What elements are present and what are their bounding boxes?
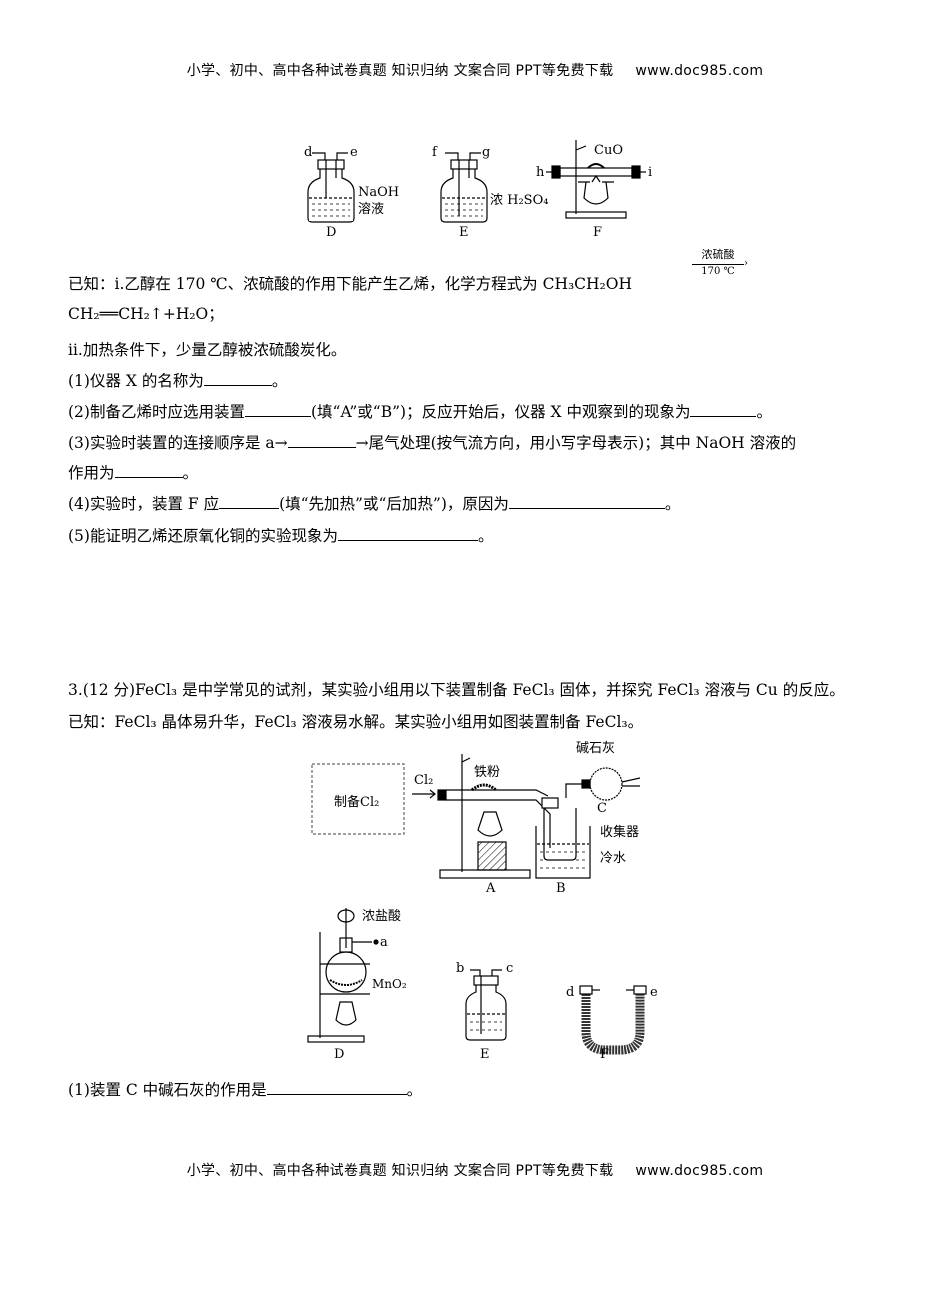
question-3-1: (1)装置 C 中碱石灰的作用是 。 xyxy=(68,1078,422,1100)
answer-blank[interactable] xyxy=(244,402,311,417)
port-d2-label: d xyxy=(566,985,574,1000)
port-c-label: c xyxy=(506,961,513,976)
fig-label-f: F xyxy=(593,225,602,240)
q2-5-end: 。 xyxy=(477,527,494,545)
chlorine-generator-box xyxy=(311,763,405,835)
gas-washing-bottle-e xyxy=(440,152,488,223)
fig-label-e: E xyxy=(459,225,469,240)
port-a-label: a xyxy=(380,935,388,950)
answer-blank[interactable] xyxy=(508,494,665,509)
prepare-cl2-label: 制备Cl₂ xyxy=(334,794,379,810)
answer-blank[interactable] xyxy=(203,371,272,386)
naoh-label: NaOH xyxy=(358,185,399,200)
question-2-3-cont: 作用为 。 xyxy=(68,461,198,483)
question-3-title: 3.(12 分)FeCl₃ 是中学常见的试剂，某实验小组用以下装置制备 FeCl… xyxy=(68,681,845,699)
q2-4-text-b: (填“先加热”或“后加热”)，原因为 xyxy=(279,495,509,513)
port-d-label: d xyxy=(304,145,312,160)
answer-blank[interactable] xyxy=(287,433,356,448)
fig-label-f2: F xyxy=(600,1047,609,1062)
port-i-label: i xyxy=(648,165,652,180)
footer-text: 小学、初中、高中各种试卷真题 知识归纳 文案合同 PPT等免费下载 xyxy=(186,1163,614,1179)
fig-label-d2: D xyxy=(334,1047,344,1062)
condition-top: 浓硫酸 xyxy=(701,248,735,261)
question-2-5: (5)能证明乙烯还原氧化铜的实验现象为 。 xyxy=(68,524,493,546)
q3-1-end: 。 xyxy=(406,1081,423,1099)
header-url[interactable]: www.doc985.com xyxy=(635,63,764,79)
fig-label-a: A xyxy=(485,881,496,896)
reaction-condition: 浓硫酸 › 170 ℃ xyxy=(692,246,748,277)
conc-h2so4-label: 浓 H₂SO₄ xyxy=(490,193,548,208)
fig-label-b: B xyxy=(556,881,566,896)
q2-3-text-b: →尾气处理(按气流方向，用小写字母表示)；其中 NaOH 溶液的 xyxy=(355,434,797,452)
figure-apparatus-abc: 制备Cl₂ Cl₂ 铁粉 碱石灰 C 收集器 冷水 A B xyxy=(311,741,641,896)
footer-url[interactable]: www.doc985.com xyxy=(635,1163,764,1179)
heated-tube-f xyxy=(546,140,646,219)
port-b-label: b xyxy=(456,961,464,976)
cl2-label: Cl₂ xyxy=(414,773,433,788)
q2-2-end: 。 xyxy=(756,403,772,421)
port-e-label: e xyxy=(350,145,358,160)
q2-3-end: 。 xyxy=(182,464,199,482)
cuo-label: CuO xyxy=(594,143,623,158)
q2-4-end: 。 xyxy=(664,495,681,513)
port-f-label: f xyxy=(432,145,438,160)
answer-blank[interactable] xyxy=(114,463,183,478)
q2-3-text: (3)实验时装置的连接顺序是 a→ xyxy=(68,434,288,452)
port-e2-label: e xyxy=(650,985,658,1000)
alcohol-lamp xyxy=(477,811,503,837)
known-products: CH₂══CH₂↑+H₂O； xyxy=(68,305,224,323)
separatory-funnel xyxy=(337,909,355,923)
soda-lime-tube-c xyxy=(589,767,623,801)
soda-lime-label: 碱石灰 xyxy=(576,741,615,756)
question-3-known: 已知：FeCl₃ 晶体易升华，FeCl₃ 溶液易水解。某实验小组用如图装置制备 … xyxy=(68,713,644,731)
mno2-label: MnO₂ xyxy=(372,977,407,991)
q2-1-text: (1)仪器 X 的名称为 xyxy=(68,372,204,390)
answer-blank[interactable] xyxy=(266,1080,407,1095)
iron-powder-label: 铁粉 xyxy=(474,765,500,780)
q2-4-text: (4)实验时，装置 F 应 xyxy=(68,495,220,513)
answer-blank[interactable] xyxy=(219,494,280,509)
conc-hcl-label: 浓盐酸 xyxy=(362,909,401,924)
figure-apparatus-def-2: 浓盐酸 a MnO₂ D b c E d e F xyxy=(307,908,658,1062)
reaction-arrow: › xyxy=(692,258,748,269)
fig-label-e2: E xyxy=(480,1047,490,1062)
question-2-4: (4)实验时，装置 F 应 (填“先加热”或“后加热”)，原因为 。 xyxy=(68,492,680,514)
page-footer: 小学、初中、高中各种试卷真题 知识归纳 文案合同 PPT等免费下载 www.doc… xyxy=(0,1160,950,1180)
port-g-label: g xyxy=(482,145,490,160)
q2-1-end: 。 xyxy=(271,372,288,390)
q2-5-text: (5)能证明乙烯还原氧化铜的实验现象为 xyxy=(68,527,338,545)
u-tube-f xyxy=(579,985,647,1055)
fig-label-d: D xyxy=(326,225,336,240)
solution-label: 溶液 xyxy=(358,202,384,217)
answer-blank[interactable] xyxy=(690,402,757,417)
gas-washing-bottle-d xyxy=(307,152,355,223)
known-intro: 已知：ⅰ.乙醇在 170 ℃、浓硫酸的作用下能产生乙烯，化学方程式为 CH₃CH… xyxy=(68,275,632,293)
cold-water-label: 冷水 xyxy=(600,851,626,866)
known-item-2: ⅱ.加热条件下，少量乙醇被浓硫酸炭化。 xyxy=(68,341,347,359)
q2-2-text: (2)制备乙烯时应选用装置 xyxy=(68,403,245,421)
answer-blank[interactable] xyxy=(337,526,478,541)
fig-label-c: C xyxy=(597,801,607,816)
reaction-tube-a xyxy=(446,789,549,807)
q2-2-text-b: (填“A”或“B”)；反应开始后，仪器 X 中观察到的现象为 xyxy=(310,403,691,421)
header-text: 小学、初中、高中各种试卷真题 知识归纳 文案合同 PPT等免费下载 xyxy=(186,63,614,79)
question-2-1: (1)仪器 X 的名称为 。 xyxy=(68,369,287,391)
q2-3-text-c: 作用为 xyxy=(68,464,115,482)
page-header: 小学、初中、高中各种试卷真题 知识归纳 文案合同 PPT等免费下载 www.doc… xyxy=(0,60,950,80)
condition-bottom: 170 ℃ xyxy=(701,266,735,277)
question-2-2: (2)制备乙烯时应选用装置 (填“A”或“B”)；反应开始后，仪器 X 中观察到的… xyxy=(68,400,772,422)
alcohol-lamp-d xyxy=(335,1001,357,1026)
figure-apparatus-def: d e NaOH 溶液 D f g 浓 H₂SO₄ E CuO h i F xyxy=(304,140,652,240)
port-h-label: h xyxy=(536,165,545,180)
collector-label: 收集器 xyxy=(600,824,639,840)
question-2-3: (3)实验时装置的连接顺序是 a→ →尾气处理(按气流方向，用小写字母表示)；其中… xyxy=(68,431,796,453)
q3-1-text: (1)装置 C 中碱石灰的作用是 xyxy=(68,1081,267,1099)
gas-washing-bottle-e2 xyxy=(465,969,507,1041)
